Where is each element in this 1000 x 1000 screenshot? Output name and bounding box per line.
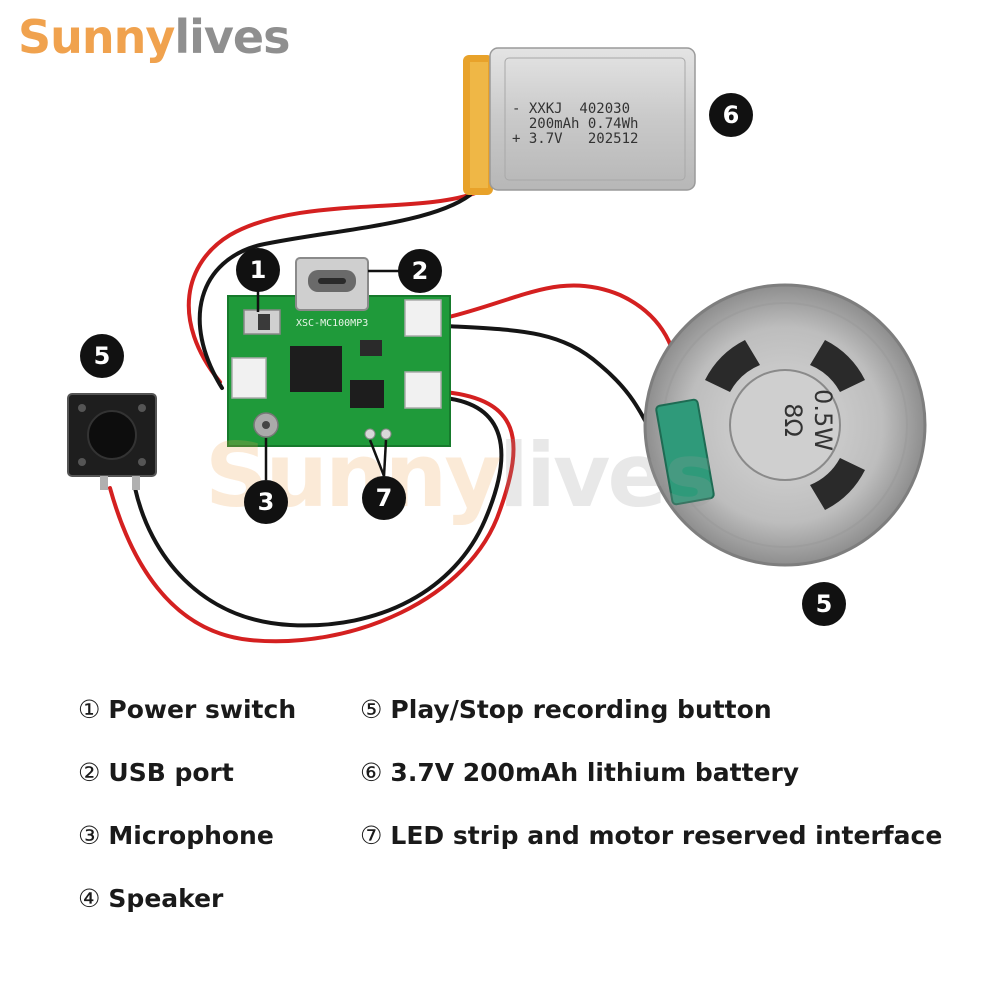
legend-label: Power switch: [108, 695, 297, 724]
battery-wire-black: [197, 193, 472, 390]
brand-logo-part1: Sunny: [18, 10, 175, 64]
battery-label-line2: 200mAh 0.74Wh: [512, 116, 638, 132]
callout-2-badge: 2: [398, 249, 442, 293]
speaker-watts: 0.5W: [809, 389, 837, 451]
callout-5-speaker-badge: 5: [802, 582, 846, 626]
reserved-pad-1: [364, 428, 376, 440]
leader-lines: [256, 269, 400, 480]
legend-label: 3.7V 200mAh lithium battery: [390, 758, 800, 787]
legend-num: ⑥: [360, 758, 383, 787]
battery-label-line3: + 3.7V 202512: [512, 131, 638, 147]
legend-label: LED strip and motor reserved interface: [390, 821, 943, 850]
reserved-pad-2: [380, 428, 392, 440]
callout-5-button-badge: 5: [80, 334, 124, 378]
lithium-battery: - XXKJ 402030 200mAh 0.74Wh + 3.7V 20251…: [463, 47, 696, 195]
battery-wire-red: [186, 190, 480, 384]
legend-label: Microphone: [108, 821, 274, 850]
button-connector: [404, 371, 442, 409]
legend-label: USB port: [108, 758, 234, 787]
speaker: 8Ω 0.5W: [643, 283, 927, 567]
product-photo: - XXKJ 402030 200mAh 0.74Wh + 3.7V 20251…: [67, 47, 927, 644]
legend-label: Speaker: [108, 884, 224, 913]
battery-label-line1: - XXKJ 402030: [512, 101, 630, 117]
brand-logo-part2: lives: [174, 10, 290, 64]
legend-num: ①: [78, 695, 101, 724]
legend-label: Play/Stop recording button: [390, 695, 772, 724]
speaker-connector: [404, 299, 442, 337]
speaker-wire-black: [443, 324, 657, 442]
legend-num: ④: [78, 884, 101, 913]
callout-3-badge: 3: [244, 480, 288, 524]
speaker-ohms: 8Ω: [779, 403, 807, 437]
main-chip: [290, 346, 342, 392]
callout-1-badge: 1: [236, 248, 280, 292]
tactile-button: [67, 393, 157, 490]
amp-chip: [350, 380, 384, 408]
brand-logo: Sunnylives: [18, 14, 290, 60]
button-wire-red: [108, 390, 516, 644]
legend-num: ⑦: [360, 821, 383, 850]
legend-num: ②: [78, 758, 101, 787]
callout-7-badge: 7: [362, 476, 406, 520]
legend-num: ③: [78, 821, 101, 850]
pcb-board: XSC-MC100MP3: [227, 257, 451, 447]
button-wire-black: [133, 396, 504, 628]
callout-6-badge: 6: [709, 93, 753, 137]
pcb-silkscreen: XSC-MC100MP3: [296, 318, 368, 329]
battery-connector: [231, 357, 267, 399]
legend-num: ⑤: [360, 695, 383, 724]
